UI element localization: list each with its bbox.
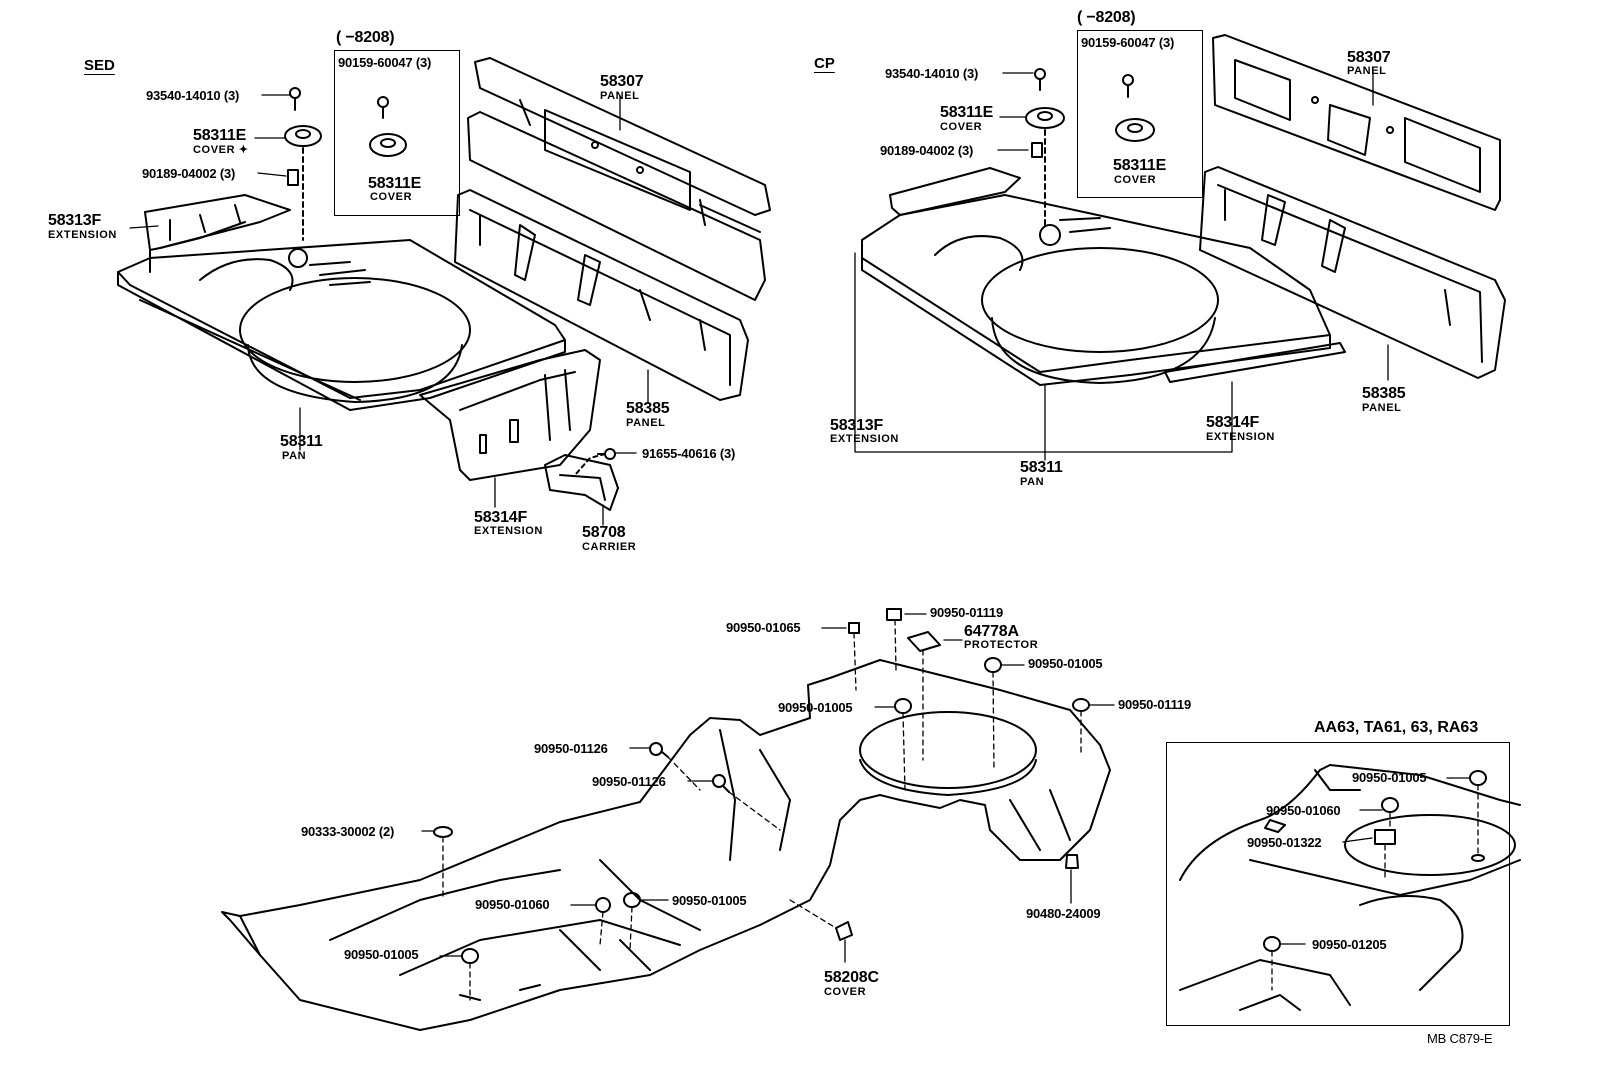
cp-extension-58313f-part: 58313F [830,417,884,434]
floor-plug-01005-d-label: 90950-01005 [344,947,419,962]
cp-panel-58385-drawing [1199,166,1506,379]
cp-extension-58313f-name: EXTENSION [830,433,899,445]
cp-panel-58307-name: PANEL [1347,65,1387,77]
sed-panel-58307-part: 58307 [600,73,644,90]
cp-heading: CP [814,55,835,72]
sed-range-box [334,50,460,216]
inset-plug-01005-label: 90950-01005 [1352,770,1427,785]
inset-title: AA63, TA61, 63, RA63 [1314,719,1479,736]
sed-panel-58307-drawing [467,57,771,301]
inset-plug-01205-label: 90950-01205 [1312,937,1387,952]
sed-extension-58313f-part: 58313F [48,212,102,229]
floor-plug-01005-a-label: 90950-01005 [1028,656,1103,671]
inset-box [1166,742,1510,1026]
floor-plug-24009-label: 90480-24009 [1026,906,1101,921]
sed-panel-58385-drawing [454,189,749,401]
sed-spare-pan-drawing [117,239,566,411]
cp-range-label: ( −8208) [1077,9,1136,26]
footer-code: MB C879-E [1427,1031,1493,1046]
cp-fastener-drawings [1025,68,1155,226]
cp-bolt-93540-label: 93540-14010 (3) [885,66,979,81]
sed-panel-58385-part: 58385 [626,400,670,417]
cp-spare-pan-drawing [861,194,1331,386]
inset-dashed-lines [1271,784,1479,991]
cp-screw-90159-label: 90159-60047 (3) [1081,35,1175,50]
sed-heading: SED [84,57,115,74]
floor-cover-58208c-name: COVER [824,986,867,998]
sed-extension-58314f-part: 58314F [474,509,528,526]
floor-plug-30002-label: 90333-30002 (2) [301,824,395,839]
cp-cover-58311e-b-name: COVER [1114,174,1157,186]
cp-extension-58314f-drawing [1164,342,1346,383]
inset-plug-01322-label: 90950-01322 [1247,835,1322,850]
sed-bolt-91655-label: 91655-40616 (3) [642,446,736,461]
floor-plug-01119-right-label: 90950-01119 [1118,697,1191,712]
cp-cover-58311e-part: 58311E [940,104,994,121]
cp-panel-58385-name: PANEL [1362,402,1402,414]
cp-pan-58311-part: 58311 [1020,459,1063,476]
floor-cover-58208c-part: 58208C [824,969,879,986]
cp-panel-58385-part: 58385 [1362,385,1406,402]
cp-extension-58314f-name: EXTENSION [1206,431,1275,443]
sed-bolt-90189-label: 90189-04002 (3) [142,166,236,181]
sed-screw-90159-label: 90159-60047 (3) [338,55,432,70]
inset-plug-01060-label: 90950-01060 [1266,803,1341,818]
sed-extension-58313f-drawing [144,194,291,273]
cp-extension-58314f-part: 58314F [1206,414,1260,431]
sed-cover-58311e-b-part: 58311E [368,175,422,192]
floor-dashed-lines [442,619,1082,1001]
cp-leader-lines [854,71,1389,461]
floor-plug-01126-a-label: 90950-01126 [534,741,608,756]
sed-bolt-93540-label: 93540-14010 (3) [146,88,240,103]
sed-cover-58311e-part: 58311E [193,127,247,144]
sed-fastener-drawings [284,87,616,476]
sed-leader-lines [129,94,649,526]
sed-extension-58314f-drawing [419,349,601,481]
sed-carrier-58708-drawing [544,454,619,511]
sed-carrier-58708-part: 58708 [582,524,626,541]
cp-cover-58311e-name: COVER [940,121,983,133]
sed-cover-58311e-b-name: COVER [370,191,413,203]
floor-leader-lines [421,613,1115,963]
sed-pan-58311-part: 58311 [280,433,323,450]
sed-extension-58313f-name: EXTENSION [48,229,117,241]
floor-protector-64778a-part: 64778A [964,623,1019,640]
floor-plug-01060-label: 90950-01060 [475,897,550,912]
floor-plug-01005-c-label: 90950-01005 [672,893,747,908]
sed-panel-58385-name: PANEL [626,417,666,429]
cp-extension-58313f-drawing [889,167,1021,216]
cp-panel-58307-part: 58307 [1347,49,1391,66]
cp-cover-58311e-b-part: 58311E [1113,157,1167,174]
sed-panel-58307-name: PANEL [600,90,640,102]
sed-pan-58311-name: PAN [282,450,307,462]
floor-protector-64778a-name: PROTECTOR [964,639,1039,651]
sed-extension-58314f-name: EXTENSION [474,525,543,537]
floor-plug-01119-top-label: 90950-01119 [930,605,1003,620]
floor-plug-01065-label: 90950-01065 [726,620,801,635]
sed-cover-58311e-name: COVER ✦ [193,144,249,156]
cp-pan-58311-name: PAN [1020,476,1045,488]
floor-plug-01126-b-label: 90950-01126 [592,774,666,789]
sed-range-label: ( −8208) [336,29,395,46]
floor-pan-drawing [221,659,1111,1031]
cp-panel-58307-drawing [1212,34,1501,211]
cp-range-box [1077,30,1203,198]
cp-bolt-90189-label: 90189-04002 (3) [880,143,974,158]
floor-plug-01005-b-label: 90950-01005 [778,700,853,715]
sed-carrier-58708-name: CARRIER [582,541,637,553]
inset-leader-lines [1279,777,1471,945]
